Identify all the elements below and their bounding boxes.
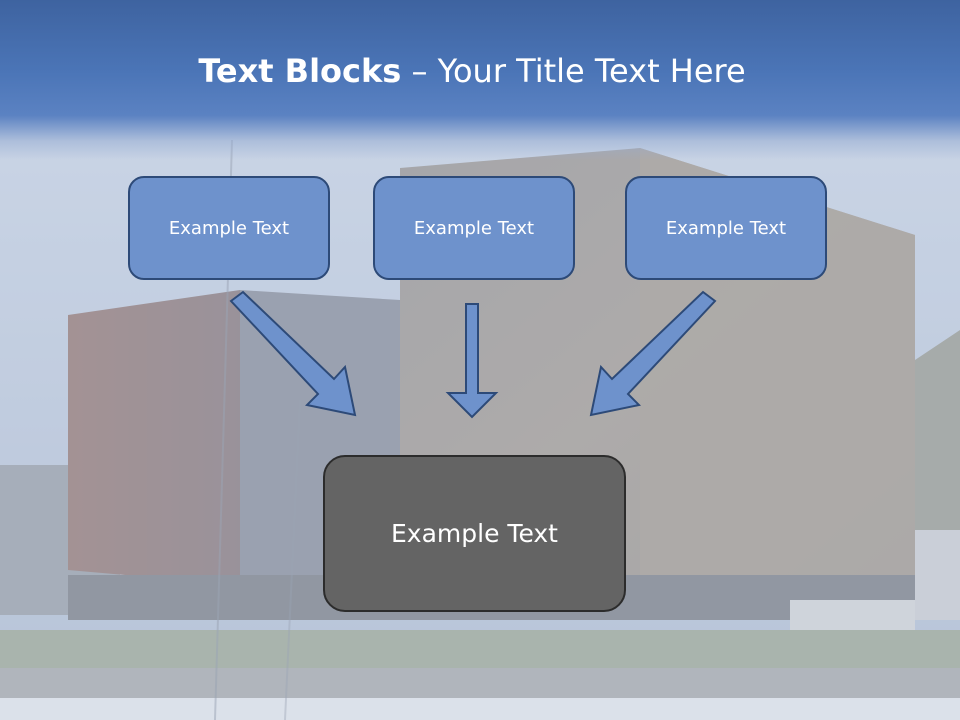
title-dash: – [401,52,438,90]
text-block-bottom[interactable]: Example Text [323,455,626,612]
text-block-label: Example Text [665,217,787,239]
arrow-down-right-icon [229,290,357,417]
text-block-label: Example Text [391,519,558,548]
text-block-left[interactable]: Example Text [128,176,330,280]
slide-title: Text Blocks – Your Title Text Here [0,52,944,90]
title-bold-part: Text Blocks [198,52,402,90]
text-block-center[interactable]: Example Text [373,176,575,280]
text-block-label: Example Text [413,217,535,239]
text-block-label: Example Text [168,217,290,239]
title-rest-part: Your Title Text Here [437,52,746,90]
text-block-right[interactable]: Example Text [625,176,827,280]
arrow-down-icon [445,303,499,419]
arrow-down-left-icon [589,290,717,417]
title-bar [0,0,960,160]
